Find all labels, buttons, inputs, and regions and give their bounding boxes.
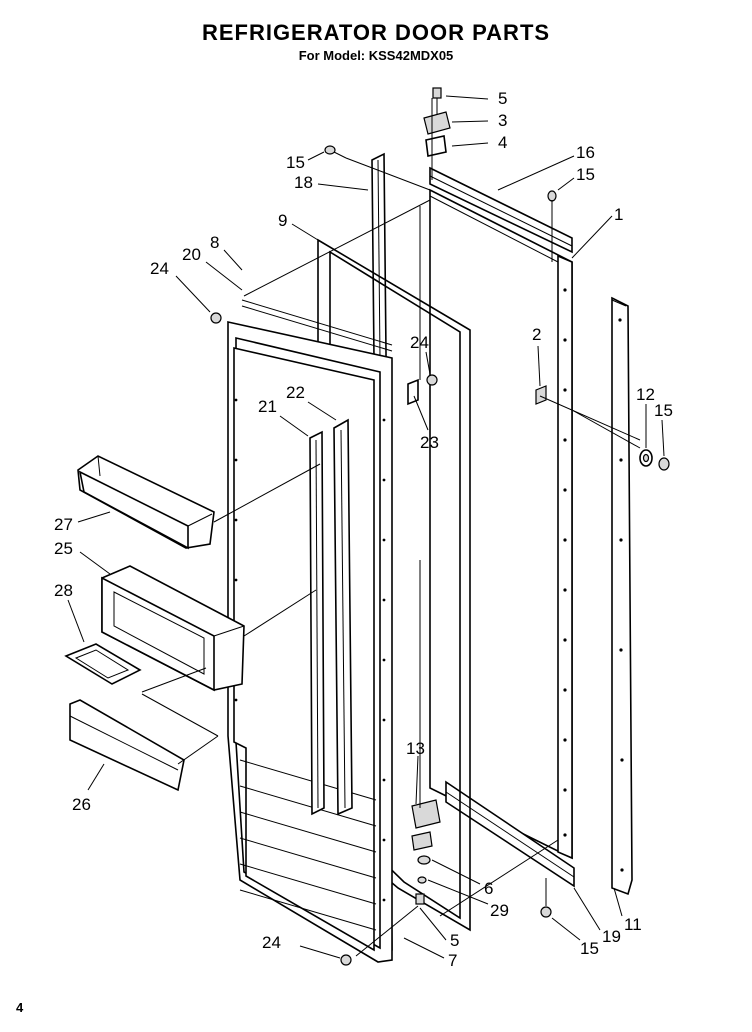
callout-5-bottom: 5 [450,931,459,950]
connection-lines [141,98,641,957]
part-3-top-hinge [423,111,451,135]
part-23-bracket [407,378,419,406]
part-24-screw-mid [426,374,438,386]
callout-29: 29 [490,901,509,920]
part-11-side-trim [611,296,633,896]
part-2-clip [535,385,547,405]
part-29-bushing [417,876,427,884]
part-1-outer-door-panel [429,188,573,860]
part-15-screw-bottom [540,906,552,918]
part-28-butter-tray [64,643,142,685]
part-25-dairy-compartment [101,565,245,692]
part-27-door-bin [77,455,215,550]
part-24-screw-left [210,312,222,324]
callout-7: 7 [448,951,457,970]
part-24-screw-bottom [340,954,352,966]
callout-22: 22 [286,383,305,402]
part-5-bottom-screw [415,893,425,905]
callout-27: 27 [54,515,73,534]
part-22-shelf-rail [333,418,353,816]
part-15-screw-top-left [324,145,347,159]
part-19-bottom-channel [445,780,575,888]
callout-15-top-left: 15 [286,153,305,172]
callout-15-bottom: 15 [580,939,599,958]
callout-6: 6 [484,879,493,898]
callout-13: 13 [406,739,425,758]
callout-24-left: 24 [150,259,169,278]
callout-3: 3 [498,111,507,130]
callout-26: 26 [72,795,91,814]
callout-11: 11 [624,915,642,934]
part-6-hinge-pin [417,855,431,865]
callout-25: 25 [54,539,73,558]
part-26-dairy-door [69,699,185,792]
callout-23: 23 [420,433,439,452]
part-4-hinge-shim [425,135,447,157]
callout-24-mid: 24 [410,333,429,352]
callout-2: 2 [532,325,541,344]
callout-28: 28 [54,581,73,600]
callout-16: 16 [576,143,595,162]
callout-19: 19 [602,927,621,946]
part-21-shelf-rail [309,430,325,816]
callout-21: 21 [258,397,277,416]
callout-15-top-right: 15 [576,165,595,184]
callout-9: 9 [278,211,287,230]
part-12-washer [639,449,653,467]
callout-12: 12 [636,385,655,404]
callout-20: 20 [182,245,201,264]
callout-24-bottom: 24 [262,933,281,952]
part-16-top-channel [429,166,573,254]
callout-1: 1 [614,205,623,224]
part-13-bottom-hinge [411,799,441,851]
callout-5-top: 5 [498,89,507,108]
part-5-top-screw [432,87,442,114]
model-subtitle: For Model: KSS42MDX05 [298,48,454,63]
page-number: 4 [16,1000,24,1015]
page-title: REFRIGERATOR DOOR PARTS [201,20,551,45]
part-15-screw-right [658,457,670,471]
callout-8: 8 [210,233,219,252]
callout-4: 4 [498,133,507,152]
callout-18: 18 [294,173,313,192]
callout-15-right: 15 [654,401,673,420]
leader-arrows [67,95,665,959]
